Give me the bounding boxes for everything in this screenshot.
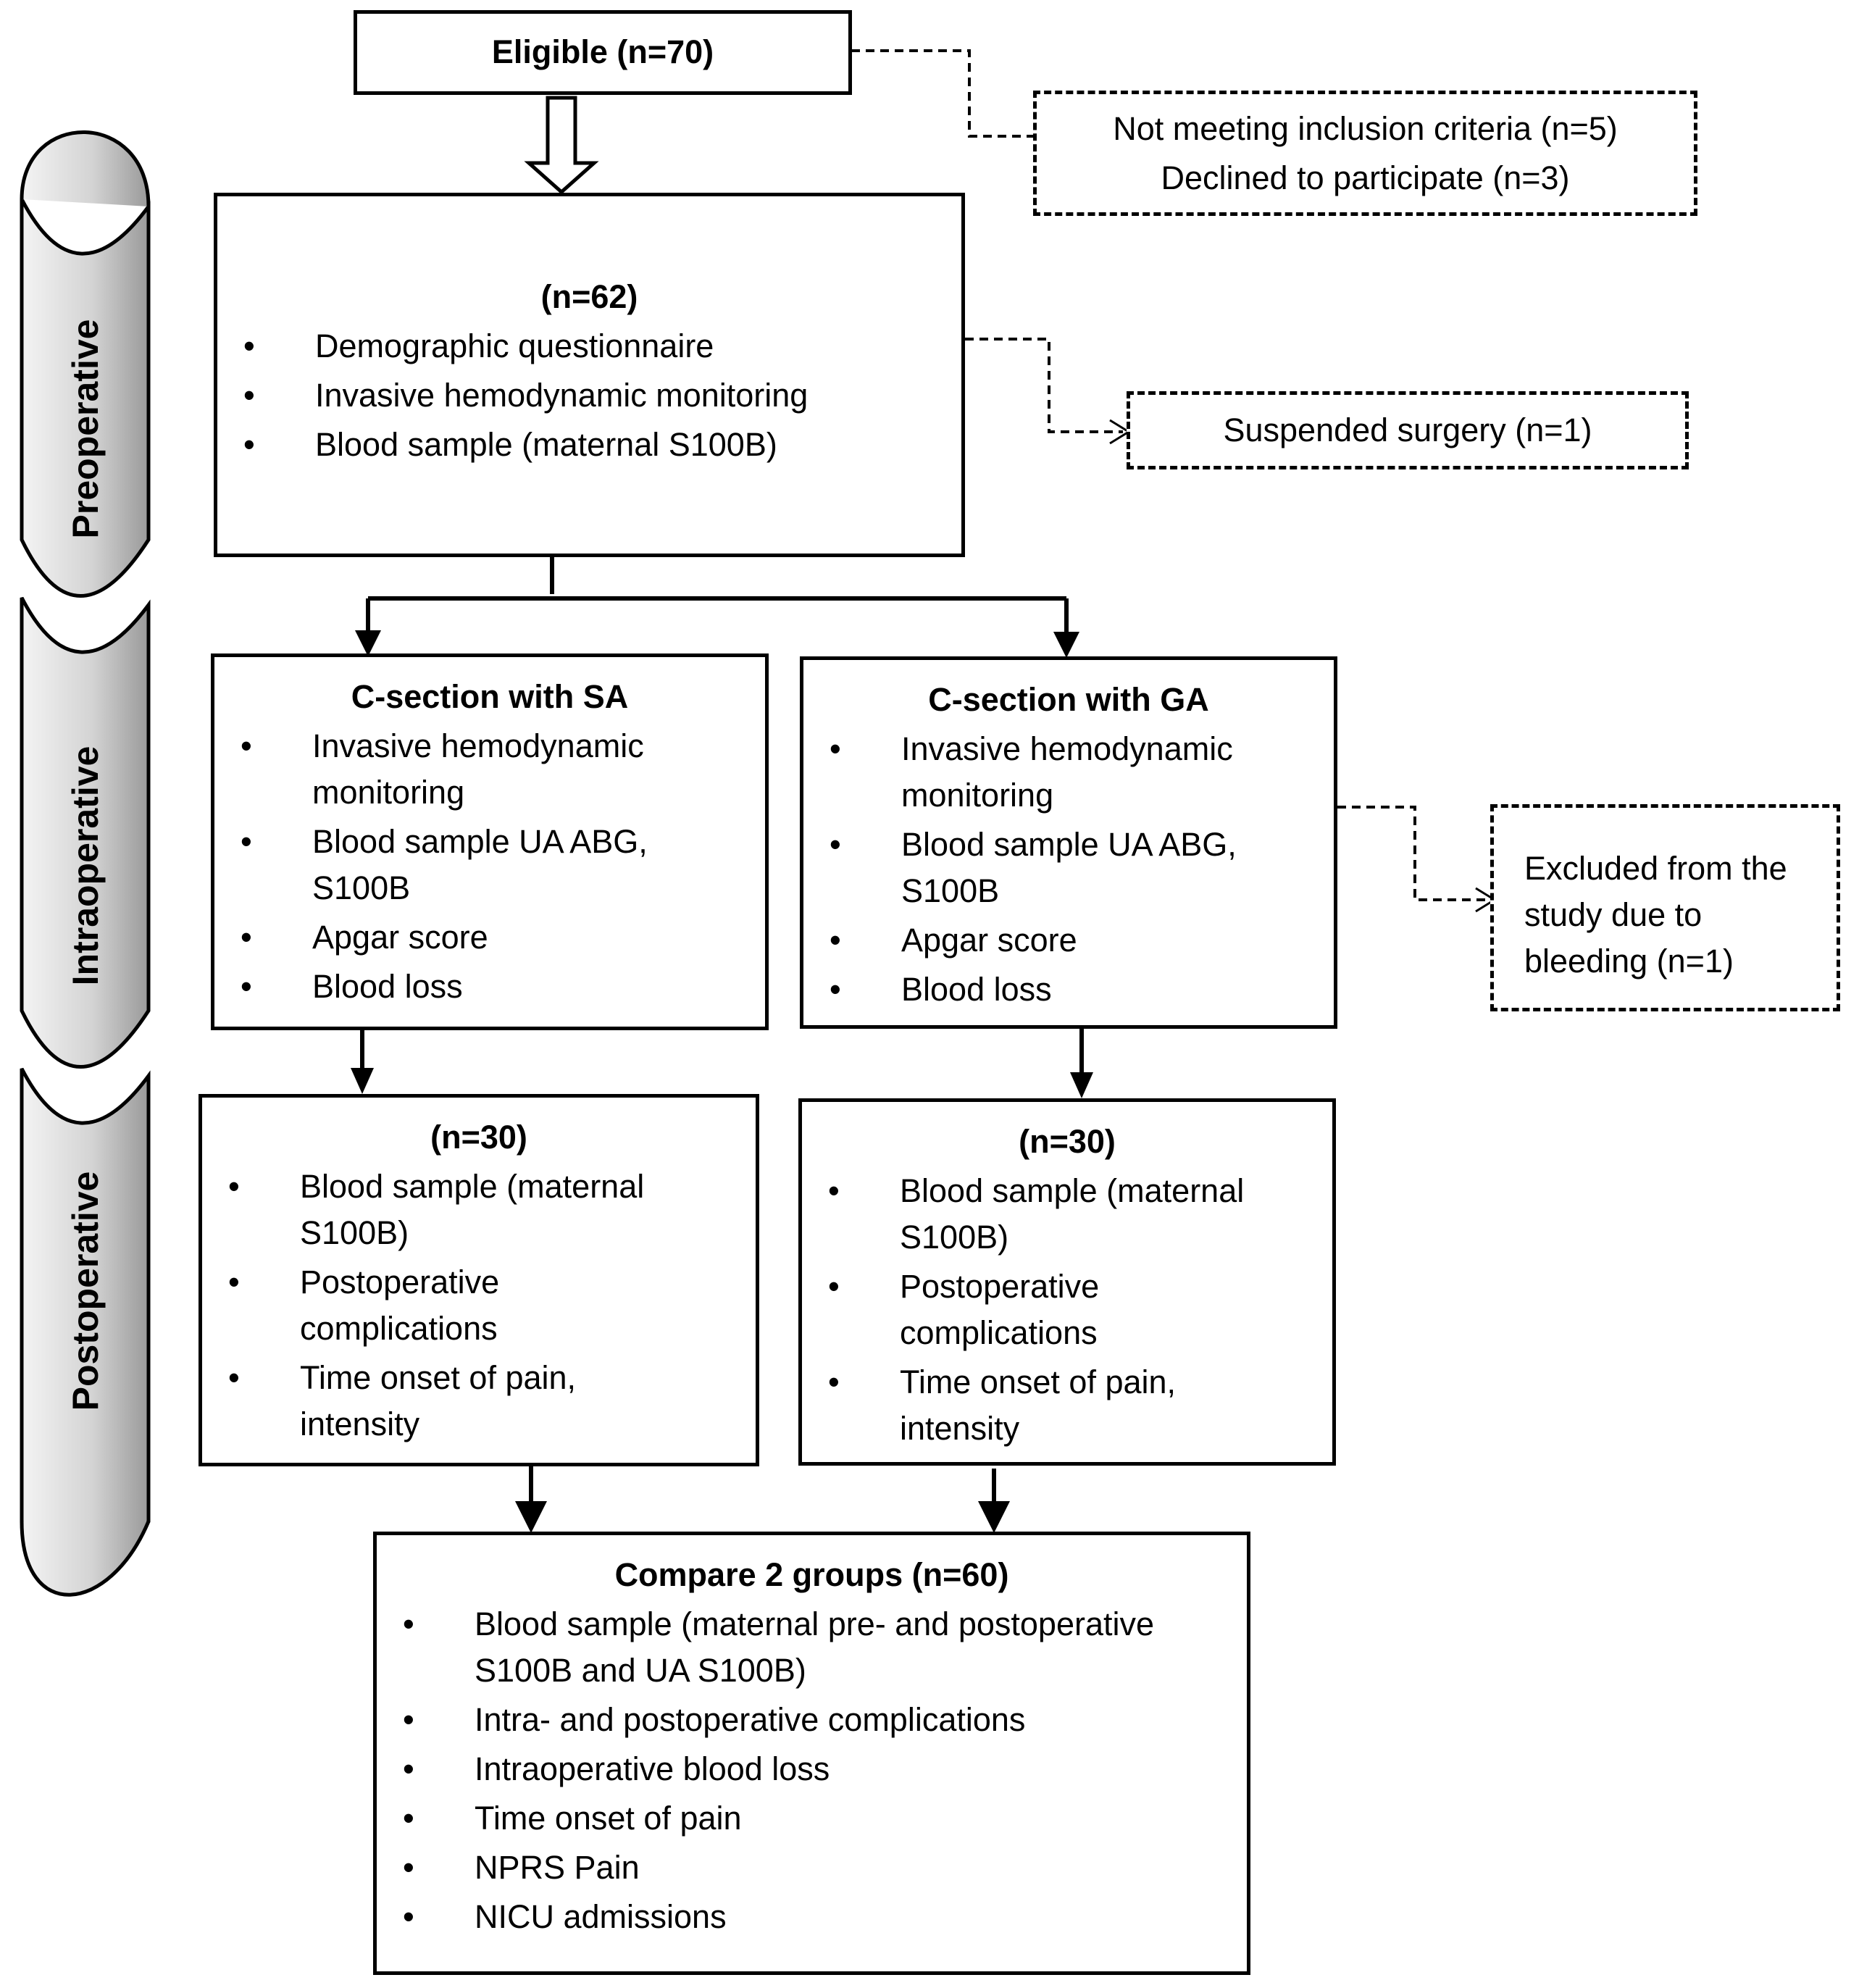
eligible-box: Eligible (n=70) (354, 10, 852, 95)
ga-group-title: C-section with GA (928, 681, 1209, 718)
preop-item: Invasive hemodynamic monitoring (217, 372, 961, 419)
excluded-bleeding-box: Excluded from the study due to bleeding … (1490, 804, 1840, 1011)
sa-post-item: Time onset of pain,intensity (202, 1355, 756, 1448)
sa-group-title: C-section with SA (351, 678, 629, 715)
eligible-title: Eligible (n=70) (491, 33, 714, 71)
ga-item: Apgar score (803, 917, 1334, 964)
ga-item: Blood sample UA ABG,S100B (803, 822, 1334, 914)
compare-item: Time onset of pain (377, 1795, 1247, 1842)
scroll-segment-intraoperative (20, 596, 151, 1069)
scroll-curl-bottom (20, 1521, 151, 1597)
arrowhead-gapost-to-compare (978, 1501, 1010, 1533)
scroll-segment-preoperative (20, 198, 151, 598)
suspended-box: Suspended surgery (n=1) (1127, 391, 1689, 469)
compare-item: NPRS Pain (377, 1845, 1247, 1891)
ga-post-item: Time onset of pain,intensity (802, 1359, 1332, 1452)
compare-item: NICU admissions (377, 1894, 1247, 1940)
arrowhead-sapost-to-compare (515, 1501, 547, 1533)
excluded-bleeding-line: bleeding (n=1) (1524, 943, 1734, 980)
suspended-text: Suspended surgery (n=1) (1223, 412, 1592, 448)
arrowhead-to-gapost (1070, 1072, 1093, 1098)
ga-to-excluded-dashed (1337, 806, 1489, 901)
eligible-to-preop-hollow-arrow (524, 96, 599, 195)
scroll-curl-top (20, 130, 151, 207)
compare-item: Blood sample (maternal pre- and postoper… (377, 1601, 1247, 1694)
arrowhead-to-sapost (351, 1068, 374, 1094)
preop-item: Blood sample (maternal S100B) (217, 422, 961, 468)
phase-scroll (20, 130, 151, 1597)
compare-title: Compare 2 groups (n=60) (614, 1556, 1009, 1593)
excluded-bleeding-line: study due to (1524, 896, 1703, 933)
sa-item: Blood loss (214, 964, 765, 1010)
ga-post-title: (n=30) (1019, 1123, 1116, 1160)
preop-title: (n=62) (540, 278, 638, 315)
excluded-bleeding-line: Excluded from the (1524, 850, 1787, 887)
arrowhead-to-ga (1053, 632, 1079, 658)
preop-to-suspended-dashed (965, 338, 1123, 433)
sa-item: Apgar score (214, 914, 765, 961)
sa-post-title: (n=30) (430, 1119, 527, 1156)
preop-box: (n=62) Demographic questionnaire Invasiv… (214, 193, 965, 557)
exclusion-box: Not meeting inclusion criteria (n=5) Dec… (1033, 91, 1697, 216)
eligible-to-exclusion-dashed (851, 49, 1033, 138)
compare-item: Intraoperative blood loss (377, 1746, 1247, 1792)
phase-label-intraoperative: Intraoperative (65, 746, 106, 986)
preop-item: Demographic questionnaire (217, 323, 961, 369)
phase-label-postoperative: Postoperative (65, 1171, 106, 1411)
exclusion-line: Declined to participate (n=3) (1161, 159, 1570, 196)
phase-label-preoperative: Preoperative (65, 319, 106, 539)
ga-item: Blood loss (803, 966, 1334, 1013)
sa-group-box: C-section with SA Invasive hemodynamicmo… (211, 653, 769, 1030)
arrowhead-to-sa (355, 630, 381, 656)
exclusion-line: Not meeting inclusion criteria (n=5) (1113, 109, 1618, 147)
sa-item: Blood sample UA ABG,S100B (214, 819, 765, 911)
compare-box: Compare 2 groups (n=60) Blood sample (ma… (373, 1532, 1250, 1975)
compare-item: Intra- and postoperative complications (377, 1697, 1247, 1743)
ga-group-box: C-section with GA Invasive hemodynamicmo… (800, 656, 1337, 1029)
